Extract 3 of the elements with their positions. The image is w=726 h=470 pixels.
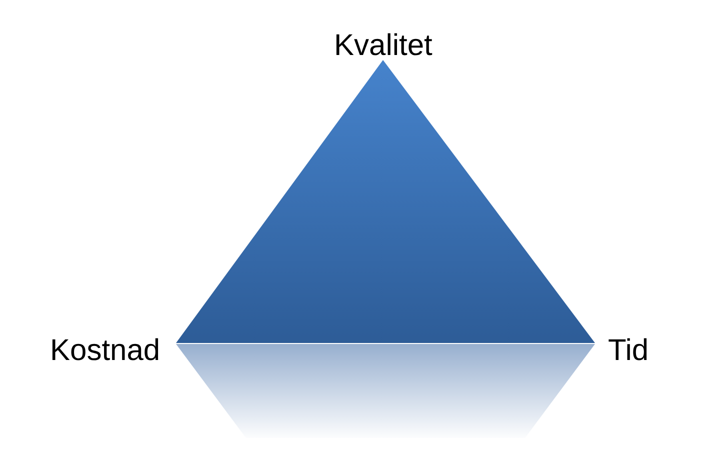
vertex-label: Kostnad — [50, 335, 160, 367]
vertex-label: Kvalitet — [334, 30, 432, 62]
vertex-label: Tid — [608, 335, 649, 367]
